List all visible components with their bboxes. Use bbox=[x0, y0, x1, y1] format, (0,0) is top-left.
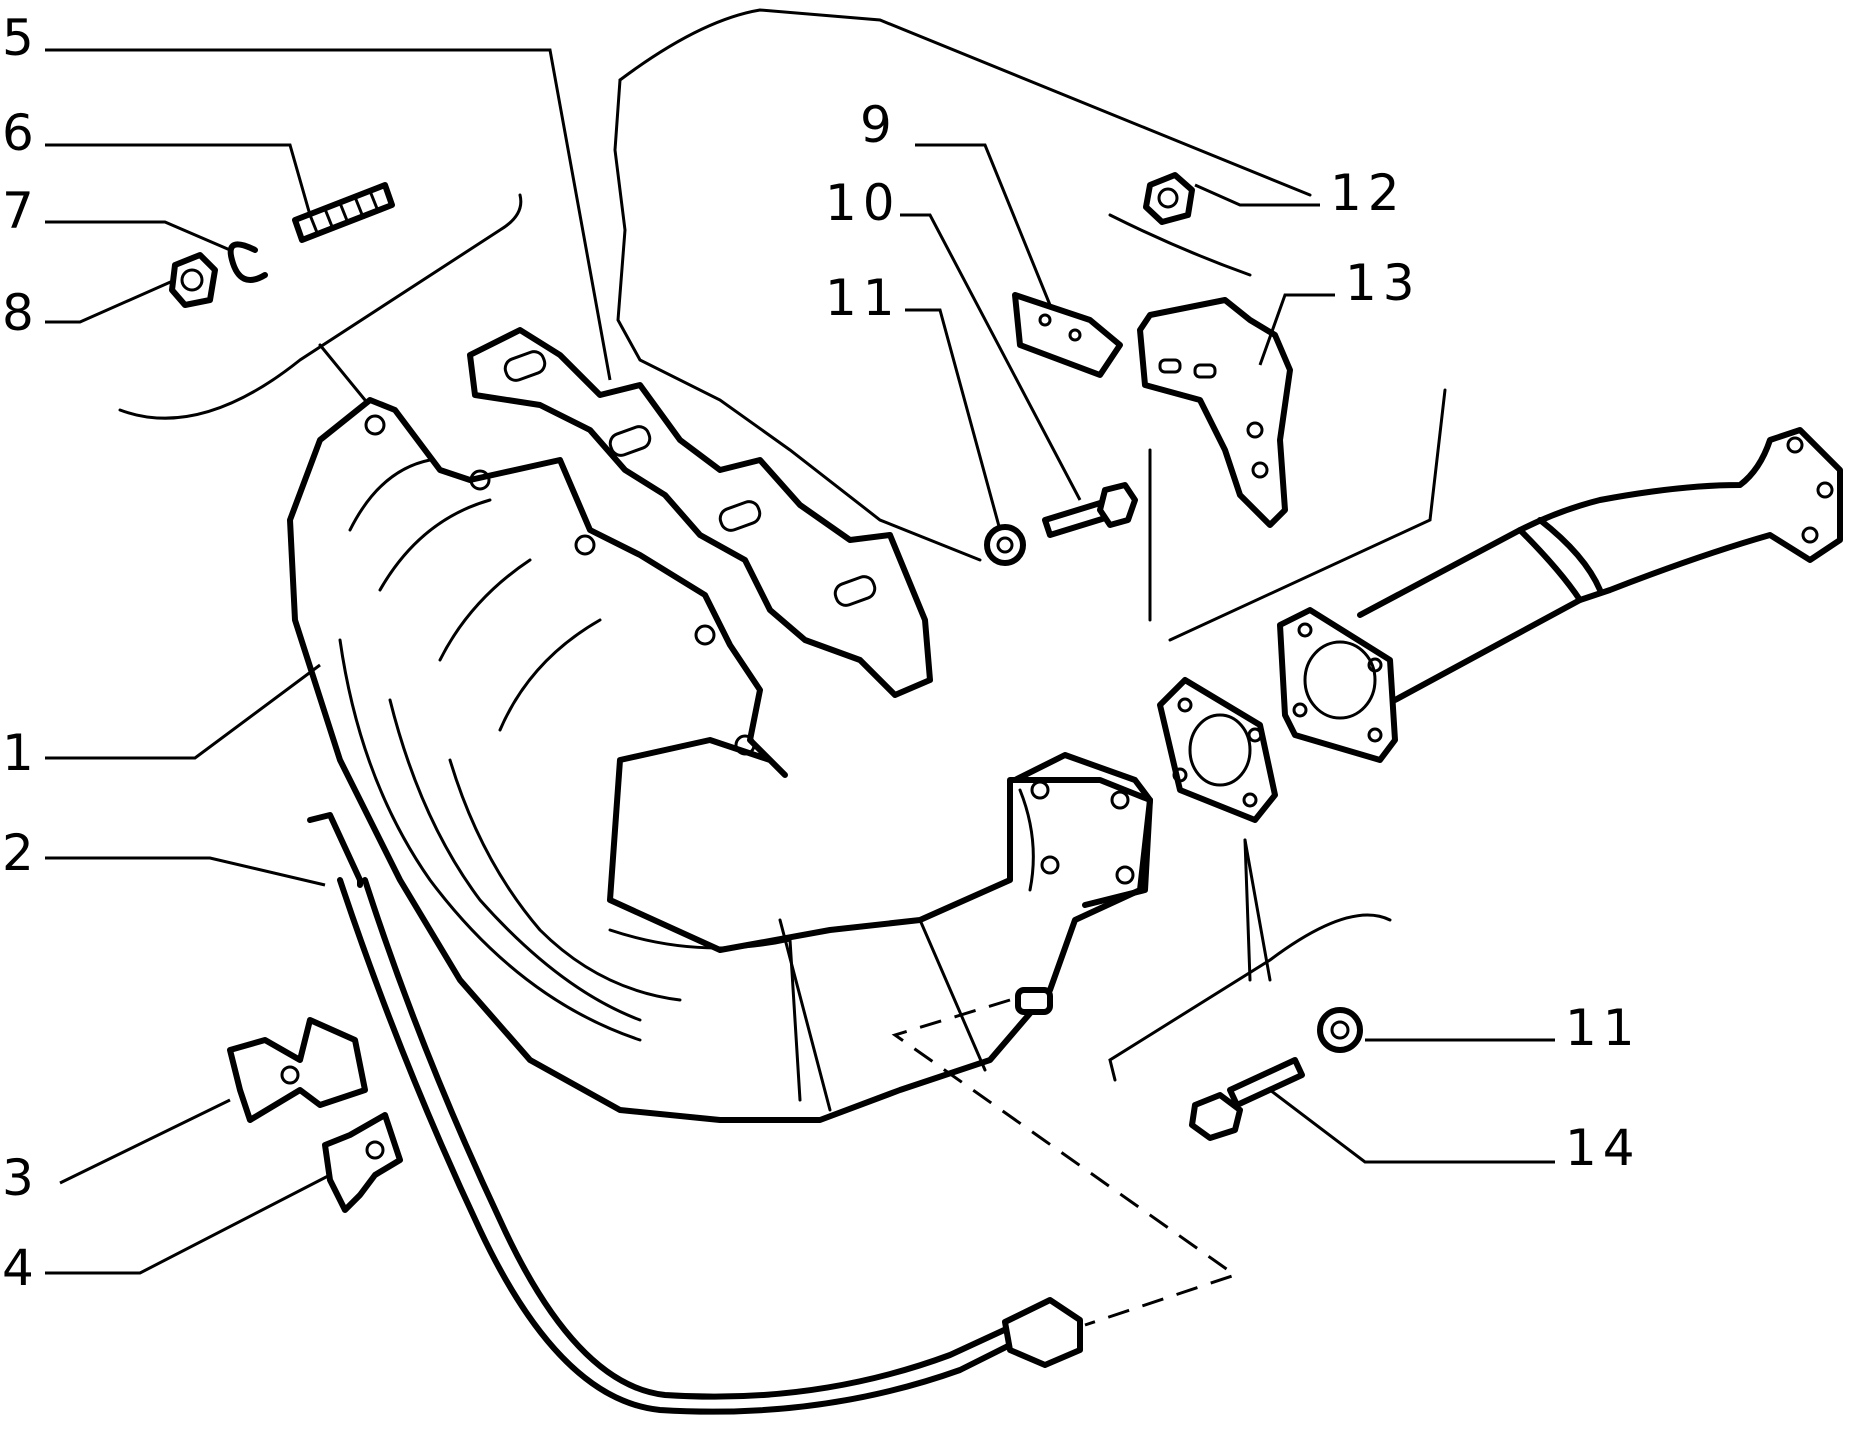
spring-washer bbox=[227, 241, 268, 283]
callout-7: 7 bbox=[2, 182, 40, 240]
washer-lower bbox=[1317, 1007, 1363, 1053]
cable-clip bbox=[322, 1112, 403, 1213]
nut bbox=[169, 252, 218, 308]
callout-numbers: 1 2 3 4 5 6 7 8 9 10 11 11 12 13 14 bbox=[2, 9, 1641, 1297]
cable-bracket bbox=[227, 1017, 368, 1123]
manifold-gasket bbox=[467, 327, 933, 698]
callout-11-upper: 11 bbox=[825, 269, 901, 327]
callout-11-lower: 11 bbox=[1565, 999, 1641, 1057]
heat-shield-bracket bbox=[1012, 292, 1123, 378]
callout-8: 8 bbox=[2, 284, 40, 342]
callout-4: 4 bbox=[2, 1239, 40, 1297]
pipe-gasket bbox=[1157, 677, 1278, 823]
exhaust-manifold bbox=[287, 397, 1153, 1123]
leader-lines bbox=[45, 48, 1555, 1275]
callout-9: 9 bbox=[860, 96, 898, 154]
callout-5: 5 bbox=[2, 9, 40, 67]
sensor-connection-dashed-line bbox=[891, 998, 1239, 1327]
callout-13: 13 bbox=[1345, 254, 1421, 312]
bolt-lower bbox=[1189, 1057, 1305, 1141]
washer-upper bbox=[984, 524, 1026, 566]
callout-10: 10 bbox=[825, 174, 901, 232]
callout-2: 2 bbox=[2, 824, 40, 882]
callout-1: 1 bbox=[2, 724, 40, 782]
front-exhaust-pipe bbox=[1277, 427, 1843, 763]
nut-top bbox=[1143, 172, 1195, 225]
bolt bbox=[1042, 482, 1138, 538]
support-bracket bbox=[1137, 297, 1293, 528]
oxygen-sensor-cable bbox=[307, 812, 1083, 1415]
stud bbox=[292, 182, 395, 243]
callout-6: 6 bbox=[2, 104, 40, 162]
engine-context-outline bbox=[118, 8, 1447, 1082]
callout-14: 14 bbox=[1565, 1119, 1641, 1177]
callout-3: 3 bbox=[2, 1149, 40, 1207]
callout-12: 12 bbox=[1330, 164, 1406, 222]
